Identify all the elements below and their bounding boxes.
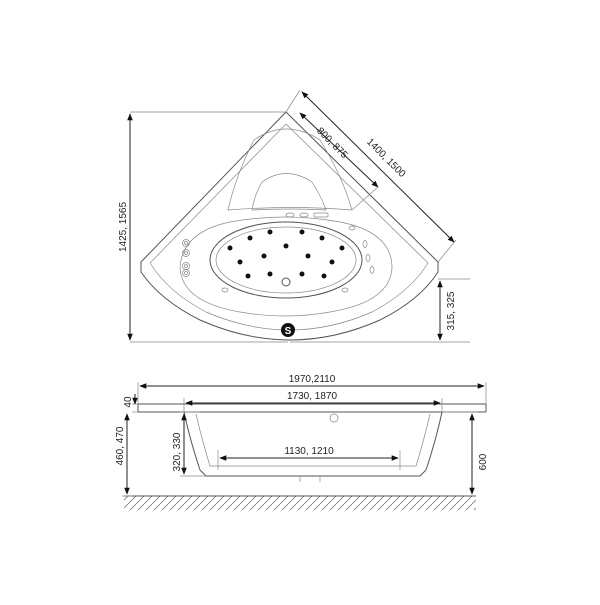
dim-label-total-width: 1970,2110 <box>289 374 336 385</box>
tub-rim-inner <box>149 123 429 331</box>
logo-badge <box>281 323 295 337</box>
basin-outer <box>179 216 393 317</box>
hydro-jets <box>227 229 345 279</box>
tub-inner-side <box>195 413 431 467</box>
dim-line-side-short <box>299 112 379 188</box>
side-view: 1970,2110 1730, 1870 1130, 1210 40 460, … <box>115 374 489 510</box>
basin-oval-inner <box>215 226 357 294</box>
basin-oval <box>209 221 363 299</box>
dim-label-height: 1425, 1565 <box>118 202 129 252</box>
logo-letter: S <box>285 326 292 337</box>
dim-label-front: 315, 325 <box>446 291 457 330</box>
dim-label-side-long: 1400, 1500 <box>364 137 407 180</box>
dim-label-inner-width: 1730, 1870 <box>287 391 337 402</box>
dim-label-bottom-width: 1130, 1210 <box>284 446 334 457</box>
top-view: S 1425, 1565 1400, 1500 800, 875 315, 32… <box>118 89 470 343</box>
dim-label-side-short: 800, 875 <box>314 126 350 162</box>
control-buttons <box>182 239 190 277</box>
dim-label-floor-height: 600 <box>478 453 489 470</box>
drain <box>281 277 291 287</box>
tub-outline <box>140 111 439 341</box>
dim-label-total-height: 460, 470 <box>115 426 126 465</box>
dim-label-rim: 40 <box>123 396 134 408</box>
overflow-side <box>329 413 339 423</box>
dim-label-inner-depth: 320, 330 <box>172 432 183 471</box>
tub-body-side <box>183 411 443 477</box>
floor-hatch <box>124 496 476 510</box>
headrest-inner <box>251 173 327 211</box>
